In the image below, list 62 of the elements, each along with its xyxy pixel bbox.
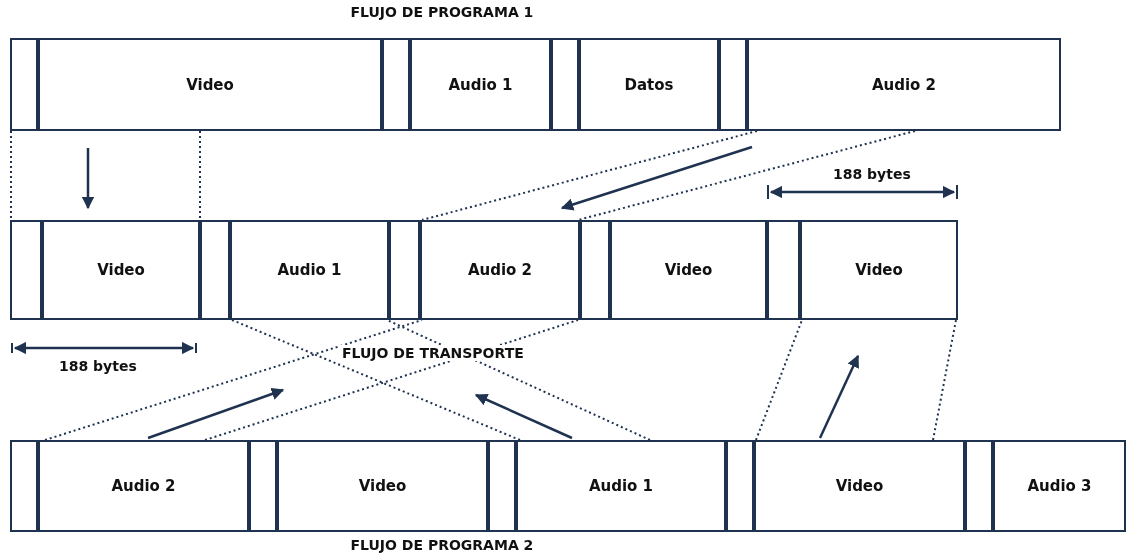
header-box bbox=[249, 440, 277, 532]
header-box bbox=[726, 440, 754, 532]
packet-box bbox=[579, 38, 719, 131]
arrow bbox=[818, 354, 860, 439]
packet-label: Audio 2 bbox=[467, 261, 533, 279]
dimension-label: 188 bytes bbox=[831, 166, 913, 182]
arrow bbox=[147, 387, 285, 440]
dotted-mapping-line bbox=[204, 319, 579, 441]
dotted-mapping-line bbox=[386, 319, 651, 441]
header-box bbox=[965, 440, 993, 532]
packet-label: Video bbox=[835, 477, 884, 495]
packet-label: Datos bbox=[624, 75, 674, 94]
header-box bbox=[719, 38, 747, 131]
packet-label: Video bbox=[358, 477, 407, 495]
dotted-mapping-line bbox=[755, 319, 803, 441]
header-box bbox=[551, 38, 579, 131]
packet-box bbox=[38, 440, 249, 532]
header-box bbox=[200, 220, 230, 320]
packet-label: Video bbox=[664, 261, 713, 279]
header-box bbox=[488, 440, 516, 532]
packet-label: Video bbox=[97, 261, 145, 279]
header-box bbox=[389, 220, 420, 320]
packet-label: Audio 1 bbox=[277, 261, 342, 279]
dotted-mapping-line bbox=[231, 319, 521, 441]
packet-box bbox=[38, 38, 382, 131]
packet-label: Video bbox=[855, 261, 903, 279]
dimension-label: 188 bytes bbox=[57, 358, 139, 374]
packet-box bbox=[993, 440, 1126, 532]
packet-label: Audio 3 bbox=[1027, 477, 1092, 495]
packet-label: Video bbox=[186, 75, 234, 94]
dotted-mapping-line bbox=[421, 130, 758, 221]
stream-title: FLUJO DE PROGRAMA 1 bbox=[348, 4, 536, 20]
packet-box bbox=[42, 220, 200, 320]
packet-label: Audio 1 bbox=[448, 75, 513, 94]
dotted-mapping-line bbox=[199, 130, 201, 221]
header-box bbox=[10, 440, 38, 532]
packet-box bbox=[747, 38, 1061, 131]
packet-box bbox=[610, 220, 767, 320]
stream-title: FLUJO DE TRANSPORTE bbox=[340, 345, 526, 361]
dotted-mapping-line bbox=[10, 130, 12, 221]
header-box bbox=[767, 220, 800, 320]
packet-label: Audio 2 bbox=[111, 477, 176, 495]
packet-box bbox=[230, 220, 389, 320]
stream-title: FLUJO DE PROGRAMA 2 bbox=[348, 537, 536, 553]
packet-box bbox=[516, 440, 726, 532]
dotted-mapping-line bbox=[932, 319, 957, 441]
header-box bbox=[382, 38, 410, 131]
packet-box bbox=[800, 220, 958, 320]
packet-box bbox=[754, 440, 965, 532]
packet-box bbox=[277, 440, 488, 532]
header-box bbox=[580, 220, 610, 320]
packet-label: Audio 1 bbox=[588, 477, 654, 495]
dotted-mapping-line bbox=[44, 319, 423, 441]
header-box bbox=[10, 38, 38, 131]
dotted-mapping-line bbox=[577, 130, 916, 221]
arrow bbox=[560, 145, 753, 211]
arrow bbox=[81, 148, 95, 210]
header-box bbox=[10, 220, 42, 320]
packet-label: Audio 2 bbox=[871, 75, 937, 94]
arrow bbox=[474, 393, 573, 440]
packet-box bbox=[410, 38, 551, 131]
packet-box bbox=[420, 220, 580, 320]
